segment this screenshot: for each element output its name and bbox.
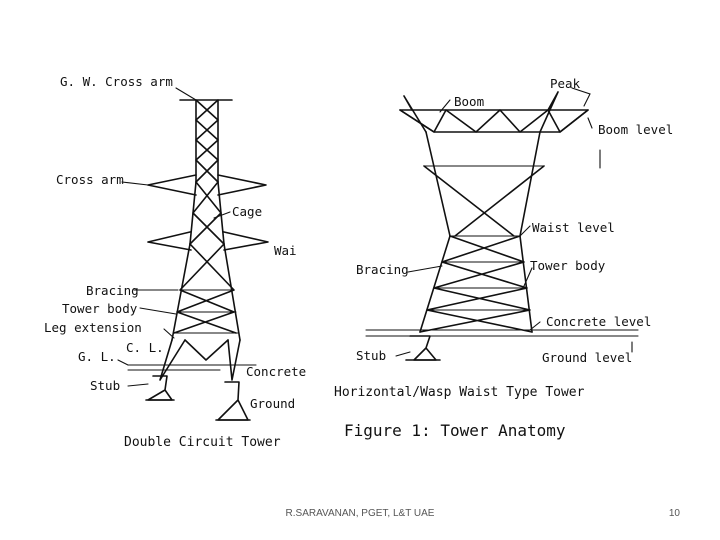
page-number: 10 — [668, 508, 680, 519]
caption-double-circuit-tower: Double Circuit Tower — [124, 435, 281, 450]
figure-caption: Figure 1: Tower Anatomy — [344, 421, 566, 440]
label-waist-partial: Wai — [274, 243, 297, 258]
label-ground-level-short: G. L. — [78, 349, 116, 364]
double-circuit-tower-drawing — [117, 87, 269, 421]
label-tower-body-right: Tower body — [530, 258, 606, 273]
label-bracing-right: Bracing — [356, 262, 409, 277]
label-leg-extension: Leg extension — [44, 320, 142, 335]
wasp-waist-tower-drawing — [365, 87, 639, 361]
label-stub-left: Stub — [90, 378, 120, 393]
label-cage: Cage — [232, 204, 262, 219]
label-cross-arm: Cross arm — [56, 172, 124, 187]
label-boom-level: Boom level — [598, 122, 673, 137]
label-concrete-level: Concrete level — [546, 314, 651, 329]
footer-credit: R.SARAVANAN, PGET, L&T UAE — [285, 508, 435, 519]
label-stub-right: Stub — [356, 348, 386, 363]
caption-wasp-waist-tower: Horizontal/Wasp Waist Type Tower — [334, 385, 585, 400]
label-waist-level: Waist level — [532, 220, 615, 235]
label-gw-cross-arm: G. W. Cross arm — [60, 74, 173, 89]
label-ground-left: Ground — [250, 396, 295, 411]
label-concrete-level-short: C. L. — [126, 340, 164, 355]
label-bracing-left: Bracing — [86, 283, 139, 298]
label-peak: Peak — [550, 76, 581, 91]
label-boom: Boom — [454, 94, 484, 109]
label-tower-body-left: Tower body — [62, 301, 138, 316]
label-concrete-left: Concrete — [246, 364, 306, 379]
label-ground-level: Ground level — [542, 350, 632, 365]
